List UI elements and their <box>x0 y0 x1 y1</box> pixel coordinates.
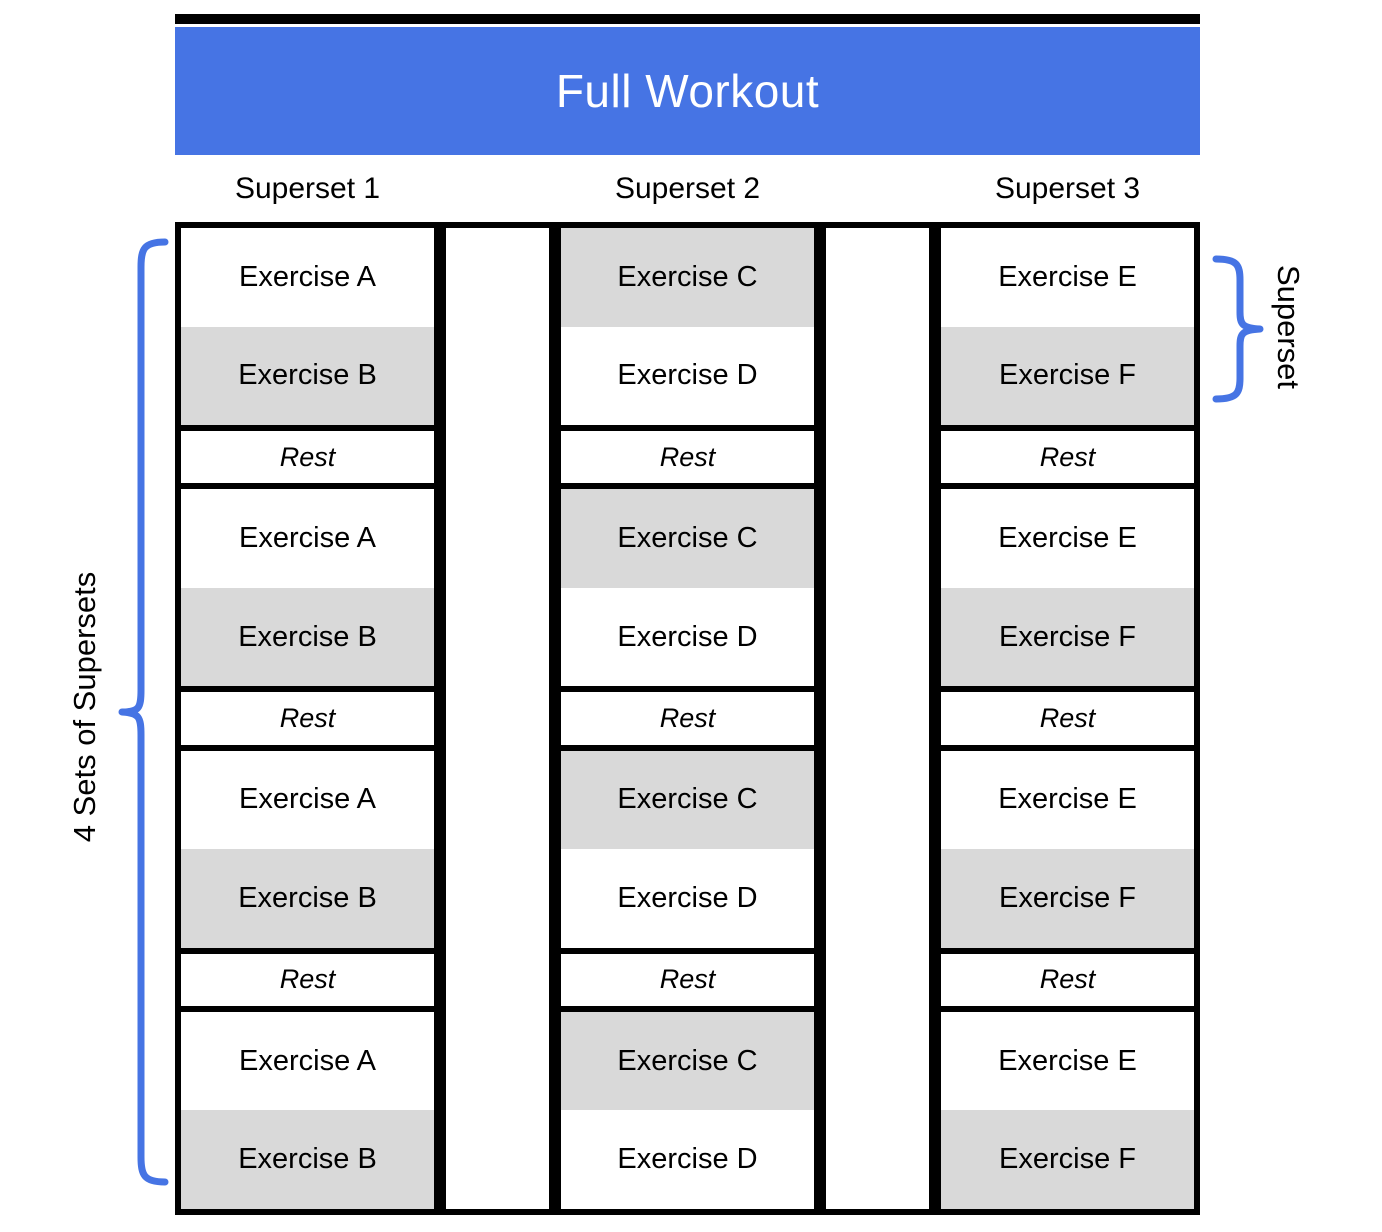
exercise-cell: Exercise F <box>941 1110 1194 1209</box>
rest-cell: Rest <box>561 947 814 1006</box>
exercise-cell: Exercise B <box>181 1110 434 1209</box>
right-bracket-label: Superset <box>1271 264 1306 390</box>
exercise-cell: Exercise D <box>617 881 758 914</box>
exercise-cell: Exercise B <box>181 849 434 948</box>
exercise-cell: Exercise D <box>617 1143 758 1176</box>
exercise-cell: Exercise A <box>239 260 376 293</box>
exercise-cell: Exercise A <box>181 1005 434 1111</box>
right-curly-brace <box>1212 255 1264 403</box>
exercise-cell: Exercise C <box>561 228 814 327</box>
rest-cell: Rest <box>181 425 434 483</box>
workout-title-banner: Full Workout <box>175 27 1200 155</box>
rest-cell: Rest <box>941 686 1194 744</box>
rest-cell: Rest <box>561 686 814 744</box>
exercise-cell: Exercise E <box>998 260 1137 293</box>
exercise-cell: Exercise A <box>181 483 434 588</box>
left-bracket-label: 4 Sets of Supersets <box>67 571 102 843</box>
spacer-column <box>440 222 555 1215</box>
exercise-cell: Exercise F <box>941 849 1194 948</box>
rest-cell: Rest <box>561 425 814 483</box>
top-accent-bar <box>175 14 1200 24</box>
rest-cell: Rest <box>181 947 434 1006</box>
superset-1-header: Superset 1 <box>234 172 381 205</box>
superset-3-header: Superset 3 <box>994 172 1141 205</box>
exercise-cell: Exercise B <box>181 587 434 687</box>
exercise-cell: Exercise C <box>561 483 814 588</box>
rest-cell: Rest <box>181 686 434 744</box>
page-title: Full Workout <box>555 65 820 117</box>
exercise-cell: Exercise C <box>561 744 814 850</box>
exercise-cell: Exercise A <box>181 744 434 850</box>
exercise-cell: Exercise F <box>941 326 1194 426</box>
rest-cell: Rest <box>941 947 1194 1006</box>
exercise-cell: Exercise E <box>941 1005 1194 1111</box>
exercise-cell: Exercise E <box>941 483 1194 588</box>
rest-cell: Rest <box>941 425 1194 483</box>
exercise-cell: Exercise B <box>181 326 434 426</box>
exercise-cell: Exercise F <box>941 587 1194 687</box>
left-curly-brace <box>118 238 169 1186</box>
superset-2-header: Superset 2 <box>614 172 761 205</box>
exercise-cell: Exercise D <box>617 359 758 392</box>
exercise-cell: Exercise D <box>617 620 758 653</box>
spacer-column <box>820 222 935 1215</box>
exercise-cell: Exercise C <box>561 1005 814 1111</box>
exercise-cell: Exercise E <box>941 744 1194 850</box>
